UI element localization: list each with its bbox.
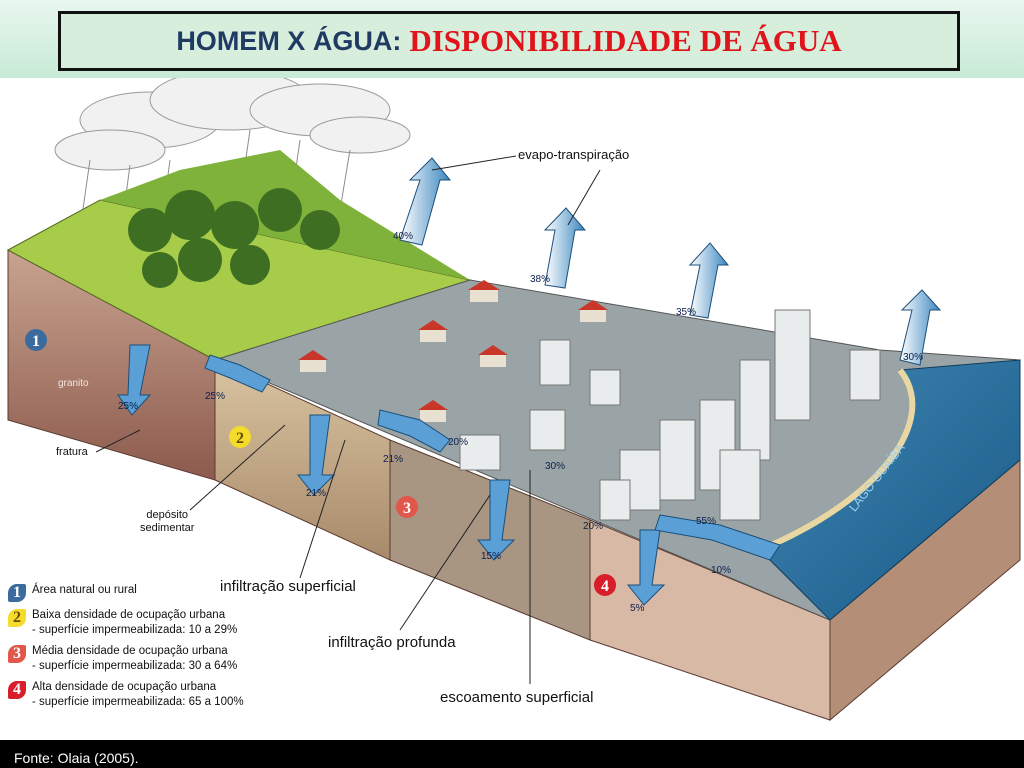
legend-item-2: 2 Baixa densidade de ocupação urbana - s… [8, 608, 338, 638]
forest [128, 188, 340, 288]
pct-evap-low: 38% [530, 274, 551, 285]
legend-line2: - superfície impermeabilizada: 30 a 64% [32, 660, 238, 672]
pct-runoff-mid: 30% [545, 461, 566, 472]
title-box: HOMEM X ÁGUA: DISPONIBILIDADE DE ÁGUA [58, 11, 960, 71]
legend-badge-3: 3 [8, 645, 26, 663]
clouds [54, 78, 411, 171]
legend-line2: - superfície impermeabilizada: 65 a 100% [32, 696, 244, 708]
pct-evap-high: 30% [903, 352, 924, 363]
zone-badge-1 [25, 329, 47, 351]
label-deposito-line1: depósito [146, 509, 188, 521]
zone-num-1: 1 [32, 333, 40, 350]
pct-runoff-low: 20% [448, 437, 469, 448]
title-main: HOMEM X ÁGUA: [176, 25, 402, 56]
zone-badge-4 [594, 574, 616, 596]
legend-item-1: 1 Área natural ou rural [8, 583, 338, 602]
legend-badge-2: 2 [8, 609, 26, 627]
zone-num-4: 4 [601, 578, 609, 595]
evapo-arrows [399, 157, 942, 366]
water-cycle-illustration: 1 2 3 4 LAGO GUAÍBA [6, 78, 1021, 722]
pct-infil-natural: 25% [118, 401, 139, 412]
leader-lines [95, 155, 601, 684]
houses [298, 280, 608, 422]
legend-badge-4: 4 [8, 681, 26, 699]
pct-deep-high: 5% [630, 603, 645, 614]
legend-line2: - superfície impermeabilizada: 10 a 29% [32, 624, 238, 636]
footer-bar [0, 740, 1024, 768]
legend-item-3: 3 Média densidade de ocupação urbana - s… [8, 644, 338, 674]
legend-item-4: 4 Alta densidade de ocupação urbana - su… [8, 680, 338, 710]
label-fratura: fratura [56, 446, 88, 458]
pct-evap-mid: 35% [676, 307, 697, 318]
flow-arrows [117, 344, 781, 606]
legend-line1: Área natural ou rural [32, 584, 137, 596]
legend-badge-1: 1 [8, 584, 26, 602]
pct-runoff-natural: 25% [205, 391, 226, 402]
pct-infil-low: 21% [383, 454, 404, 465]
pct-evap-natural: 40% [393, 231, 414, 242]
legend-line1: Média densidade de ocupação urbana [32, 645, 228, 657]
label-granito: granito [58, 378, 89, 389]
title-accent: DISPONIBILIDADE DE ÁGUA [409, 23, 842, 58]
zone-num-2: 2 [236, 430, 244, 447]
zone-badge-3 [396, 496, 418, 518]
footer-source: Fonte: Olaia (2005). [14, 750, 139, 766]
buildings [459, 309, 881, 521]
pct-deep-mid: 15% [481, 551, 502, 562]
label-escoamento: escoamento superficial [440, 689, 594, 706]
pct-runoff-high: 55% [696, 516, 717, 527]
label-infil-profunda: infiltração profunda [328, 634, 456, 651]
label-evapo: evapo-transpiração [518, 147, 630, 162]
label-deposito: depósito sedimentar [140, 509, 194, 535]
zone-badges: 1 2 3 4 [25, 329, 616, 596]
pct-deep-low: 21% [306, 488, 327, 499]
pct-infil-high: 10% [711, 565, 732, 576]
legend-line1: Alta densidade de ocupação urbana [32, 681, 217, 693]
label-infil-superficial: infiltração superficial [220, 578, 356, 595]
lake-shore [758, 368, 916, 553]
zone-num-3: 3 [403, 500, 411, 517]
legend-line1: Baixa densidade de ocupação urbana [32, 609, 226, 621]
zone-badge-2 [229, 426, 251, 448]
pct-infil-mid: 20% [583, 521, 604, 532]
label-deposito-line2: sedimentar [140, 522, 195, 534]
legend: 1 Área natural ou rural 2 Baixa densidad… [8, 583, 338, 716]
